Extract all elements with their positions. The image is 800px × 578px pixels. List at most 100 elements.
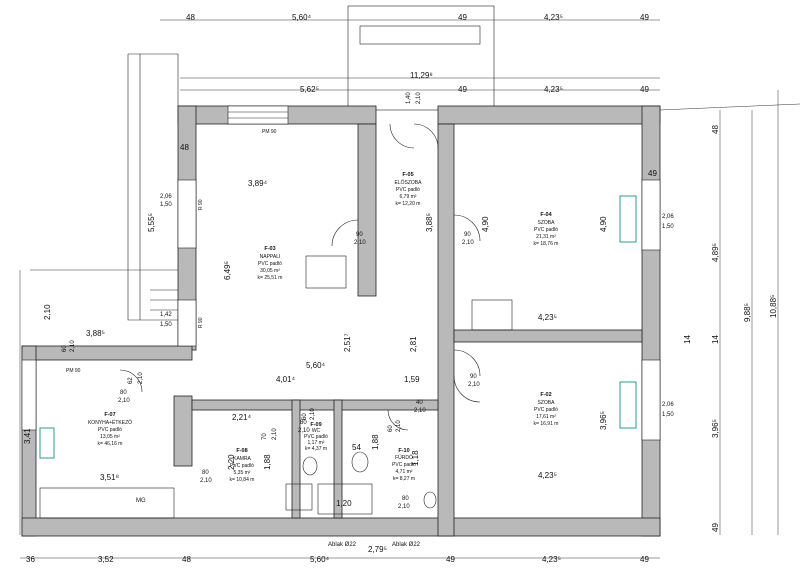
door-k-w: 80: [120, 390, 127, 396]
door-k-h: 2,10: [118, 398, 130, 404]
door-l-w: 40: [416, 400, 423, 406]
door-f-w: 80: [402, 496, 409, 502]
dim-389: 3,89⁴: [248, 179, 268, 188]
door-b-w: 90: [470, 374, 477, 380]
room-id: F-04: [540, 212, 552, 218]
door-d-h: 2,10: [200, 478, 212, 484]
room-id: F-03: [264, 246, 275, 252]
room-floor: PVC padló: [98, 427, 122, 433]
win-b-h: 1,50: [160, 322, 172, 328]
room-id: F-08: [236, 448, 247, 454]
dim-49-inner: 49: [648, 169, 657, 178]
bottom-dimensions: 36 3,52 48 5,60⁴ 49 4,23⁵ 49 2,79⁵: [26, 545, 649, 564]
dim-120: 1,20: [336, 499, 352, 508]
room-perim: k= 25,51 m: [258, 275, 283, 281]
dim-48-inner: 48: [180, 143, 189, 152]
windows: [21, 105, 661, 441]
doors: [119, 123, 481, 431]
dim-281: 2,81: [409, 336, 418, 352]
r90a-label: R 90: [198, 199, 204, 210]
dim-top3-423: 4,23⁵: [544, 85, 563, 94]
dim-251: 2,51⁷: [343, 333, 352, 352]
door-a-w: 90: [464, 232, 471, 238]
room-area: 4,71 m²: [396, 469, 413, 475]
dim-right-14: 14: [711, 335, 720, 344]
dim-top-48: 48: [186, 13, 195, 22]
dim-bot-49a: 49: [446, 555, 455, 564]
interior-dimensions: 3,89⁴ 5,55⁵ 6,49⁵ 3,88⁵ 3,88⁵ 4,90 4,90 …: [86, 143, 692, 508]
room-label-nappali: F-03 NAPPALI PVC padló 30,05 m² k= 25,51…: [258, 246, 283, 281]
door-j-w: 60: [302, 413, 308, 420]
door-c-w: 62: [128, 377, 134, 384]
dim-118: 1,18: [411, 450, 420, 466]
dim-bot-36: 36: [26, 555, 35, 564]
room-floor: PVC padló: [392, 462, 416, 468]
win-d-w: 2,06: [662, 402, 674, 408]
dim-right-489: 4,89⁵: [711, 243, 720, 262]
dim-560: 5,60⁴: [306, 361, 326, 370]
room-name: FÜRDŐ: [395, 454, 413, 461]
room-id: F-09: [310, 422, 321, 428]
door-i-h: 2,10: [70, 340, 76, 352]
room-perim: k= 18,76 m: [534, 241, 559, 247]
dim-351: 3,51⁸: [100, 473, 119, 482]
door-np-h: 2,10: [354, 240, 366, 246]
dim-490a: 4,90: [481, 216, 490, 232]
dim-159: 1,59: [404, 375, 420, 384]
door-d-w: 80: [202, 470, 209, 476]
door-a-h: 2,10: [462, 240, 474, 246]
ablak2-label: Ablak Ø22: [392, 542, 421, 548]
room-id: F-05: [402, 172, 413, 178]
dim-188a: 1,88: [371, 434, 380, 450]
dim-top3-562: 5,62⁵: [300, 85, 319, 94]
door-ent-h: 2,10: [416, 92, 422, 104]
mg-label: MG: [136, 498, 146, 504]
dim-649: 6,49⁵: [223, 261, 232, 280]
walls: [21, 105, 661, 537]
door-g-w: 60: [388, 425, 394, 432]
door-np-w: 90: [356, 232, 363, 238]
dim-423b: 4,23⁵: [538, 471, 557, 480]
door-f-h: 2,10: [398, 504, 410, 510]
ablak1-label: Ablak Ø22: [328, 542, 357, 548]
room-perim: k= 8,27 m: [393, 476, 415, 482]
dimension-lines: [19, 19, 800, 559]
dim-396: 3,96⁵: [599, 411, 608, 430]
door-e-h: 2,10: [298, 428, 310, 434]
right-dimensions: 48 4,89⁵ 14 3,96⁵ 49 9,88⁵ 10,88⁵: [711, 125, 778, 532]
room-label-furdo: F-10 FÜRDŐ PVC padló 4,71 m² k= 8,27 m: [392, 448, 416, 482]
win-b-w: 1,42: [160, 312, 172, 318]
room-name: ELŐSZOBA: [395, 179, 423, 186]
pm-top-label: PM 90: [262, 129, 277, 135]
dim-left-341: 3,41: [23, 428, 32, 444]
room-name: SZOBA: [538, 400, 556, 406]
room-area: 21,31 m²: [536, 234, 556, 240]
room-label-kamra: F-08 KAMRA PVC padló 5,35 m² k= 10,84 m: [230, 448, 255, 483]
dim-right-48: 48: [711, 125, 720, 134]
door-h-w: 70: [262, 433, 268, 440]
dim-top-560: 5,60⁴: [292, 13, 312, 22]
room-perim: k= 4,37 m: [305, 446, 327, 452]
room-name: SZOBA: [538, 220, 556, 226]
dim-right-total1: 9,88⁵: [743, 303, 752, 322]
dim-bot-49b: 49: [640, 555, 649, 564]
win-d-h: 1,50: [662, 412, 674, 418]
room-floor: PVC padló: [258, 261, 282, 267]
room-area: 17,61 m²: [536, 414, 556, 420]
dim-bot-560: 5,60⁴: [310, 555, 330, 564]
door-c-h: 2,10: [138, 372, 144, 384]
dim-221: 2,21⁴: [232, 413, 252, 422]
dim-401: 4,01⁴: [276, 375, 296, 384]
r90b-label: R 90: [198, 317, 204, 328]
pm-left-label: PM 90: [66, 368, 81, 374]
room-label-szoba-1: F-04 SZOBA PVC padló 21,31 m² k= 18,76 m: [534, 212, 559, 247]
dim-right-396: 3,96⁵: [711, 419, 720, 438]
top-dimensions: 48 5,60⁴ 49 4,23⁵ 49 11,29⁸ 5,62⁵ 49 4,2…: [186, 13, 649, 94]
room-name: WC: [312, 428, 321, 434]
dim-top-49a: 49: [458, 13, 467, 22]
room-perim: k= 10,84 m: [230, 477, 255, 483]
dim-right-total2: 10,88⁵: [769, 295, 778, 318]
win-c-w: 2,06: [662, 214, 674, 220]
dim-bot-48: 48: [182, 555, 191, 564]
